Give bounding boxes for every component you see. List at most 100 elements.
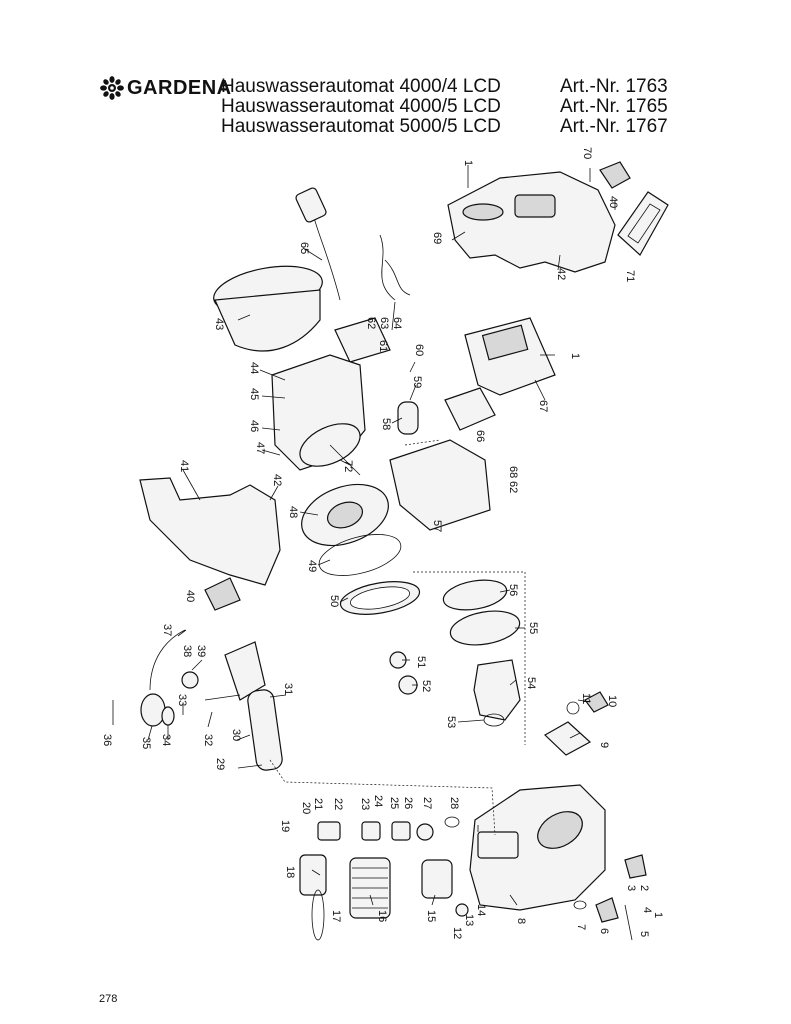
part-label-43: 43 bbox=[213, 318, 225, 330]
part-label-31: 31 bbox=[282, 683, 294, 695]
housing-opening bbox=[462, 203, 504, 221]
part-label-1: 1 bbox=[652, 912, 664, 918]
part-label-55: 55 bbox=[527, 622, 539, 634]
model-name: Hauswasserautomat 4000/5 LCD bbox=[221, 96, 501, 117]
guide-line bbox=[269, 759, 496, 836]
filter-housing-top bbox=[477, 831, 519, 859]
part-label-57: 57 bbox=[431, 520, 443, 532]
cover-plate bbox=[543, 721, 592, 756]
part-label-10: 10 bbox=[606, 695, 618, 707]
part-label-2: 2 bbox=[638, 885, 650, 891]
guide-line bbox=[404, 439, 441, 446]
diffuser-disc bbox=[442, 579, 508, 611]
part-label-47: 47 bbox=[254, 442, 266, 454]
part-label-12: 12 bbox=[451, 927, 463, 939]
page-header: GARDENA Hauswasserautomat 4000/4 LCD Hau… bbox=[0, 0, 791, 140]
valve-cap bbox=[416, 823, 434, 841]
part-label-42: 42 bbox=[555, 268, 567, 280]
part-label-65: 65 bbox=[298, 242, 310, 254]
part-label-6: 6 bbox=[598, 928, 610, 934]
part-label-23: 23 bbox=[359, 798, 371, 810]
part-label-21: 21 bbox=[312, 798, 324, 810]
power-plug bbox=[295, 187, 327, 223]
part-label-63: 63 bbox=[378, 317, 390, 329]
part-label-58: 58 bbox=[380, 418, 392, 430]
bolt bbox=[624, 904, 633, 941]
clip bbox=[237, 764, 263, 769]
part-label-1: 1 bbox=[462, 160, 474, 166]
o-ring-large bbox=[318, 534, 402, 576]
part-label-54: 54 bbox=[525, 677, 537, 689]
part-label-4: 4 bbox=[641, 907, 653, 913]
part-label-26: 26 bbox=[402, 797, 414, 809]
lower-knob bbox=[204, 577, 241, 611]
leader-lines bbox=[112, 165, 616, 906]
filter-cap bbox=[299, 854, 327, 896]
electronics-window bbox=[481, 324, 529, 361]
part-label-40: 40 bbox=[184, 590, 196, 602]
bottom-knob bbox=[595, 897, 619, 923]
wire-harness bbox=[379, 234, 396, 301]
part-label-24: 24 bbox=[372, 795, 384, 807]
part-label-11: 11 bbox=[580, 693, 592, 704]
gasket-plate bbox=[334, 317, 391, 363]
part-label-32: 32 bbox=[202, 734, 214, 746]
part-label-66: 66 bbox=[474, 430, 486, 442]
model-name: Hauswasserautomat 5000/5 LCD bbox=[221, 116, 501, 137]
nut bbox=[181, 671, 199, 689]
part-number-labels: 1 1 1 2 3 4 5 6 7 8 9 10 11 12 13 14 15 … bbox=[101, 147, 664, 939]
gardena-flower-logo-icon bbox=[100, 76, 124, 100]
article-number: Art.-Nr. 1763 bbox=[560, 76, 668, 97]
part-label-61: 61 bbox=[377, 340, 389, 352]
plug-screw bbox=[455, 903, 469, 917]
part-label-39: 39 bbox=[195, 645, 207, 657]
part-label-33: 33 bbox=[176, 694, 188, 706]
part-label-18: 18 bbox=[284, 866, 296, 878]
part-label-29: 29 bbox=[214, 758, 226, 770]
part-label-56: 56 bbox=[507, 584, 519, 596]
part-label-35: 35 bbox=[140, 737, 152, 749]
part-label-8: 8 bbox=[515, 918, 527, 924]
drain-screw bbox=[584, 691, 609, 713]
part-label-67: 67 bbox=[537, 400, 549, 412]
part-label-71: 71 bbox=[624, 270, 636, 282]
control-module bbox=[444, 387, 496, 431]
part-label-64: 64 bbox=[391, 317, 403, 329]
side-knob bbox=[624, 854, 647, 879]
valve-insert bbox=[361, 821, 381, 841]
part-label-60: 60 bbox=[413, 344, 425, 356]
ejector bbox=[473, 659, 521, 721]
part-label-52: 52 bbox=[420, 680, 432, 692]
part-label-40: 40 bbox=[607, 196, 619, 208]
part-label-36: 36 bbox=[101, 734, 113, 746]
part-label-14: 14 bbox=[475, 904, 487, 916]
valve-seal bbox=[161, 706, 175, 726]
part-label-3: 3 bbox=[625, 885, 637, 891]
part-label-44: 44 bbox=[248, 362, 260, 374]
fan-cover-body bbox=[214, 289, 321, 352]
part-label-51: 51 bbox=[415, 656, 427, 668]
top-knob bbox=[599, 161, 631, 189]
part-label-59: 59 bbox=[411, 376, 423, 388]
page-number: 278 bbox=[99, 993, 118, 1005]
article-number: Art.-Nr. 1765 bbox=[560, 96, 668, 117]
part-label-19: 19 bbox=[279, 820, 291, 832]
part-label-9: 9 bbox=[598, 742, 610, 748]
part-drawings bbox=[139, 161, 669, 941]
part-label-27: 27 bbox=[421, 797, 433, 809]
part-label-53: 53 bbox=[445, 716, 457, 728]
label-plate bbox=[617, 191, 669, 256]
part-label-1: 1 bbox=[569, 353, 581, 359]
guide-line bbox=[413, 571, 526, 745]
suction-pipe bbox=[247, 689, 283, 771]
terminal-box bbox=[389, 439, 491, 531]
part-label-25: 25 bbox=[388, 797, 400, 809]
part-label-45: 45 bbox=[248, 388, 260, 400]
brand-name: GARDENA bbox=[127, 76, 232, 99]
part-label-30: 30 bbox=[230, 729, 242, 741]
part-label-62: 62 bbox=[365, 317, 377, 329]
part-label-46: 46 bbox=[248, 420, 260, 432]
display-window bbox=[514, 194, 556, 218]
valve-body bbox=[391, 821, 411, 841]
part-label-69: 69 bbox=[431, 232, 443, 244]
